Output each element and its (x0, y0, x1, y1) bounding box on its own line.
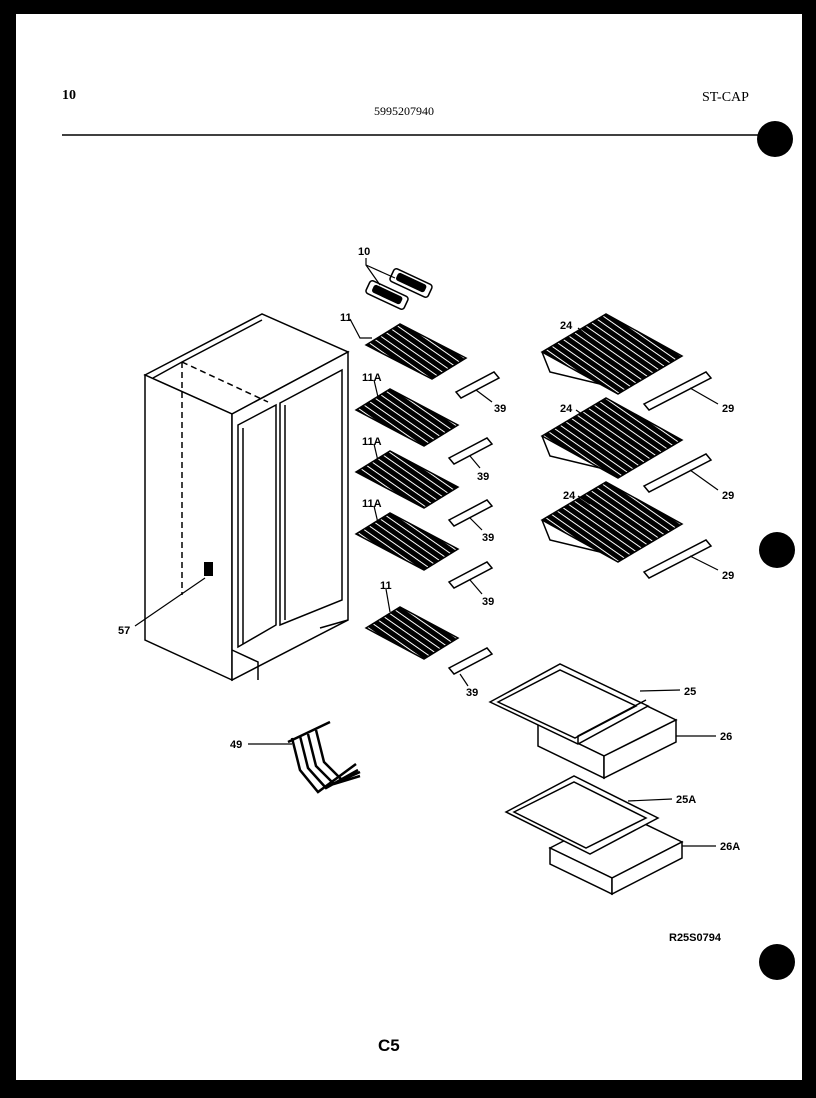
crisper-upper (488, 663, 678, 780)
callout-11a-3: 11A (362, 498, 382, 510)
callout-11a-2: 11A (362, 436, 382, 448)
leader-57 (134, 577, 206, 627)
part-39-trims (447, 371, 501, 675)
callout-49: 49 (230, 739, 242, 751)
part-29-trims (642, 371, 713, 579)
binder-hole-top (757, 121, 793, 157)
document-number: 5995207940 (374, 104, 434, 118)
callout-26: 26 (720, 731, 732, 743)
crisper-lower (504, 775, 684, 896)
callout-24-3: 24 (563, 490, 576, 502)
callout-29-1: 29 (722, 403, 734, 415)
part-29-leaders (689, 387, 719, 571)
callout-24-2: 24 (560, 403, 573, 415)
part-39-leaders (459, 389, 493, 687)
binder-hole-middle (759, 532, 795, 568)
callout-39-2: 39 (477, 471, 489, 483)
left-shelves (354, 323, 468, 660)
callout-11a-1: 11A (362, 372, 382, 384)
left-shelf-leaders (349, 318, 391, 613)
callout-25a: 25A (676, 794, 696, 806)
drawing-code: R25S0794 (669, 932, 721, 944)
right-shelf-leaders (575, 327, 591, 505)
callout-26a: 26A (720, 841, 740, 853)
callout-39-3: 39 (482, 532, 494, 544)
leader-25a (627, 798, 673, 802)
callout-29-2: 29 (722, 490, 734, 502)
binder-hole-bottom (759, 944, 795, 980)
leader-25 (639, 689, 681, 692)
callout-39-5: 39 (466, 687, 478, 699)
model-code: ST-CAP (702, 90, 749, 105)
callout-11-bottom: 11 (380, 580, 392, 592)
callout-24-1: 24 (560, 320, 573, 332)
page-label: C5 (378, 1036, 400, 1055)
callout-11-top: 11 (340, 312, 352, 324)
refrigerator-cabinet (143, 313, 350, 682)
part-49-rack (287, 720, 361, 794)
callout-39-4: 39 (482, 596, 494, 608)
page-number: 10 (62, 88, 76, 103)
callout-57: 57 (118, 625, 130, 637)
callout-29-3: 29 (722, 570, 734, 582)
part-10-shelf-supports (365, 268, 433, 310)
right-shelves (540, 313, 684, 563)
part-57-fitting (204, 562, 213, 576)
callout-10: 10 (358, 246, 370, 258)
callout-25: 25 (684, 686, 696, 698)
callout-39-1: 39 (494, 403, 506, 415)
